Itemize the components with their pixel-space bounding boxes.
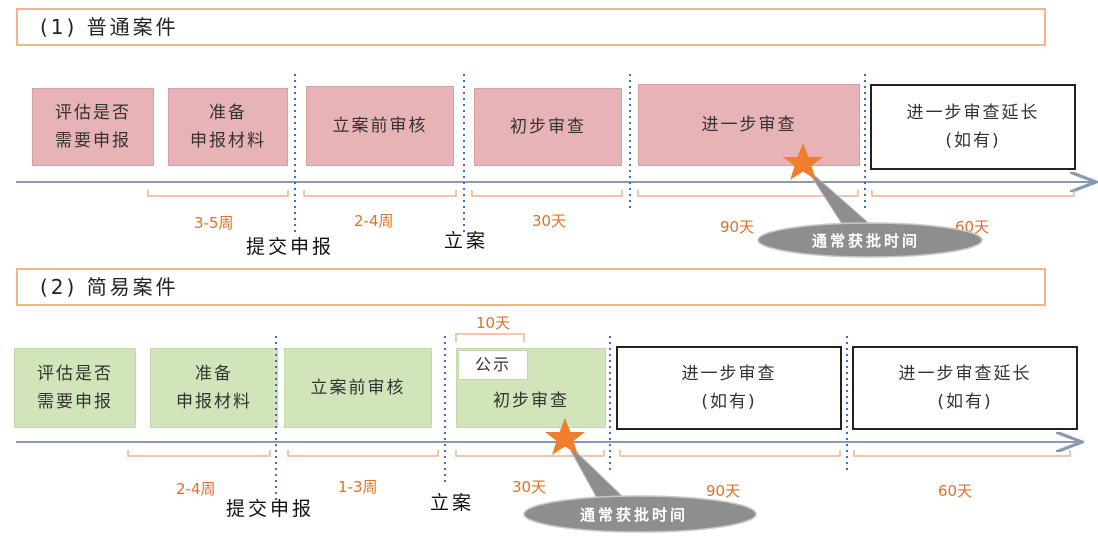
s2-box-extension: 进一步审查延长 (如有) [852, 346, 1078, 430]
s1-box-further-review: 进一步审查 [638, 84, 860, 166]
s1-duration-3: 30天 [532, 212, 567, 230]
s1-duration-brackets [147, 190, 1075, 197]
s1-milestone-submit: 提交申报 [246, 236, 335, 258]
s1-box-extension: 进一步审查延长 (如有) [870, 84, 1076, 170]
s2-duration-brackets [127, 333, 1071, 457]
s1-dotted-separators [294, 74, 866, 232]
s2-box-pre-review: 立案前审核 [284, 348, 432, 428]
s2-duration-1: 2-4周 [176, 480, 216, 498]
s2-milestone-submit: 提交申报 [226, 498, 315, 520]
s2-dotted-separators [275, 336, 848, 500]
s1-duration-2: 2-4周 [354, 212, 394, 230]
section2-header: (2) 简易案件 [16, 268, 1046, 306]
s2-box-further-review: 进一步审查 (如有) [616, 346, 842, 430]
s1-star-icon [783, 143, 823, 180]
s2-duration-top: 10天 [476, 314, 511, 332]
s1-box-initial-review: 初步审查 [474, 88, 622, 166]
s1-milestone-filing: 立案 [444, 230, 489, 252]
s1-duration-4: 90天 [720, 218, 755, 236]
s1-box-assess: 评估是否 需要申报 [32, 88, 154, 166]
s2-duration-2: 1-3周 [338, 478, 378, 496]
s2-callout-text: 通常获批时间 [580, 506, 689, 524]
s1-box-pre-review: 立案前审核 [306, 86, 454, 166]
s2-duration-5: 60天 [938, 482, 973, 500]
s2-box-prepare: 准备 申报材料 [150, 348, 278, 428]
s1-callout-text: 通常获批时间 [812, 232, 921, 250]
s2-callout-bubble [523, 495, 757, 533]
s2-duration-4: 90天 [706, 482, 741, 500]
s2-box-assess: 评估是否 需要申报 [14, 348, 136, 428]
s2-box-publicity: 公示 [458, 350, 528, 380]
s2-milestone-filing: 立案 [430, 492, 475, 514]
s1-callout-pointer [805, 167, 874, 231]
s1-callout-bubble [757, 222, 983, 258]
s1-box-prepare: 准备 申报材料 [168, 88, 288, 166]
s2-star-icon [545, 418, 585, 455]
s2-duration-3: 30天 [512, 478, 547, 496]
section1-header: (1) 普通案件 [16, 8, 1046, 46]
s1-duration-1: 3-5周 [194, 214, 234, 232]
